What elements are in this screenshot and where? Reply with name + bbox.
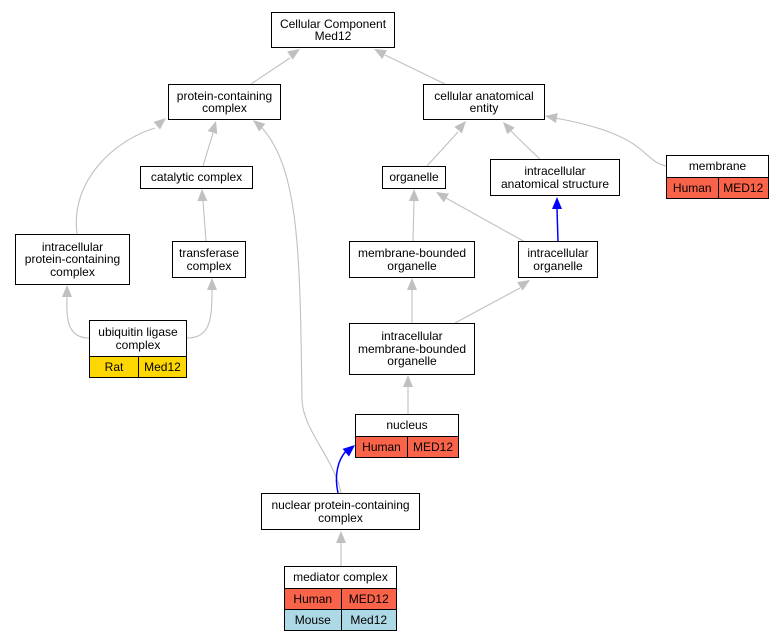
- node-mediator-complex[interactable]: mediator complex: [284, 566, 397, 589]
- edge-ias-to-cae-arrowhead: [503, 122, 515, 135]
- node-nucleus[interactable]: nucleus: [355, 414, 459, 437]
- annotation-ubiquitin-rat: Rat Med12: [89, 356, 187, 378]
- edge-mbo-to-organelle-arrowhead: [409, 189, 419, 201]
- node-transferase-complex[interactable]: transferase complex: [172, 241, 246, 278]
- node-organelle[interactable]: organelle: [382, 166, 446, 189]
- annotation-gene: MED12: [407, 437, 458, 457]
- node-nuclear-protein-containing-complex[interactable]: nuclear protein-containing complex: [261, 493, 420, 530]
- annotation-species: Human: [672, 181, 712, 195]
- edge-io-to-ias-arrowhead: [552, 197, 562, 209]
- node-intracellular-organelle[interactable]: intracellular organelle: [518, 241, 598, 278]
- edge-pcc-to-cc: [250, 57, 291, 85]
- edge-npcc-to-nucleus: [335, 450, 347, 494]
- edge-npcc-to-pcc: [261, 127, 342, 494]
- edge-ias-to-cae: [510, 130, 541, 160]
- node-cellular-component[interactable]: Cellular Component Med12: [271, 12, 395, 48]
- edge-imbo-to-io: [454, 287, 521, 324]
- edge-npcc-to-nucleus-arrowhead: [342, 445, 355, 457]
- edge-cae-to-cc: [384, 54, 446, 85]
- node-intracellular-protein-containing-complex[interactable]: intracellular protein-containing complex: [15, 234, 130, 285]
- edge-io-to-ias: [556, 208, 559, 242]
- node-membrane[interactable]: membrane: [666, 155, 769, 178]
- edge-ubiq-to-transferase: [186, 289, 213, 339]
- annotation-species: Rat: [104, 360, 124, 374]
- edge-mbo-to-organelle: [412, 200, 415, 242]
- annotation-nucleus-human: Human MED12: [355, 436, 459, 458]
- edge-npcc-to-pcc-arrowhead: [253, 120, 266, 132]
- edge-ipcc-to-pcc: [75, 127, 156, 235]
- edge-transferase-to-catalytic: [202, 200, 207, 242]
- edge-organelle-to-cae: [426, 131, 459, 167]
- edge-imbo-to-io-arrowhead: [517, 280, 530, 291]
- edge-transferase-to-catalytic-arrowhead: [197, 189, 208, 202]
- annotation-gene: MED12: [340, 589, 397, 609]
- edge-membrane-to-cae-arrowhead: [545, 113, 558, 124]
- edge-pcc-to-cc-arrowhead: [287, 49, 300, 60]
- annotation-gene: Med12: [138, 357, 186, 377]
- node-intracellular-anatomical-structure[interactable]: intracellular anatomical structure: [490, 159, 620, 196]
- edge-imbo-to-mbo-arrowhead: [407, 278, 417, 290]
- edge-organelle-to-cae-arrowhead: [454, 121, 466, 134]
- annotation-species: Human: [293, 592, 333, 606]
- edge-ipcc-to-pcc-arrowhead: [153, 118, 166, 130]
- node-ubiquitin-ligase-complex[interactable]: ubiquitin ligase complex: [89, 320, 187, 357]
- node-catalytic-complex[interactable]: catalytic complex: [140, 166, 253, 189]
- node-cellular-anatomical-entity[interactable]: cellular anatomical entity: [423, 84, 545, 120]
- edge-ubiq-to-ipcc: [66, 296, 90, 339]
- edge-catalytic-to-pcc: [202, 132, 214, 167]
- annotation-mediator-human: Human MED12: [284, 588, 397, 610]
- edge-io-to-organelle-arrowhead: [436, 192, 449, 203]
- annotation-gene: MED12: [717, 178, 769, 198]
- node-protein-containing-complex[interactable]: protein-containing complex: [168, 84, 281, 120]
- annotation-gene: Med12: [340, 610, 397, 630]
- edge-mediator-to-npcc-arrowhead: [336, 531, 346, 543]
- node-membrane-bounded-organelle[interactable]: membrane-bounded organelle: [349, 241, 475, 278]
- edge-catalytic-to-pcc-arrowhead: [207, 121, 218, 134]
- edge-io-to-organelle: [445, 197, 526, 243]
- graph-edges: [62, 49, 667, 566]
- edge-ubiq-to-ipcc-arrowhead: [62, 285, 72, 297]
- node-intracellular-membrane-bounded-organelle[interactable]: intracellular membrane-bounded organelle: [349, 323, 475, 375]
- edge-ubiq-to-transferase-arrowhead: [207, 278, 217, 290]
- annotation-mediator-mouse: Mouse Med12: [284, 609, 397, 631]
- edge-membrane-to-cae: [554, 117, 667, 167]
- edge-nucleus-to-imbo-arrowhead: [403, 375, 413, 387]
- annotation-membrane-human: Human MED12: [666, 177, 769, 199]
- annotation-species: Mouse: [294, 613, 331, 627]
- annotation-species: Human: [362, 440, 401, 454]
- edge-cae-to-cc-arrowhead: [374, 49, 387, 60]
